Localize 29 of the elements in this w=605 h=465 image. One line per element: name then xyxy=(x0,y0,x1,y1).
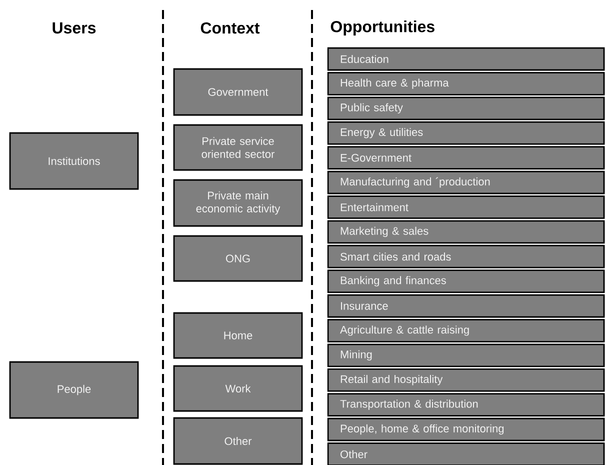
context-box: ONG xyxy=(173,235,303,282)
context-box: Private main economic activity xyxy=(173,179,303,227)
opportunity-bar: Agriculture & cattle raising xyxy=(327,319,605,342)
opportunity-bar: Transportation & distribution xyxy=(327,393,605,416)
context-box: Work xyxy=(173,365,303,412)
opportunity-bar: Retail and hospitality xyxy=(327,368,605,392)
column-heading: Users xyxy=(52,22,96,34)
opportunity-bar: Smart cities and roads xyxy=(327,244,605,268)
opportunity-bar: Mining xyxy=(327,344,605,368)
opportunity-bar: E-Government xyxy=(327,146,605,170)
opportunity-bar: Banking and finances xyxy=(327,270,605,293)
opportunity-bar: Insurance xyxy=(327,294,605,318)
opportunity-bar: Entertainment xyxy=(327,196,605,219)
column-heading: Opportunities xyxy=(330,20,434,36)
opportunity-bar: Other xyxy=(327,442,605,465)
opportunity-bar: Energy & utilities xyxy=(327,121,605,145)
user-box: People xyxy=(9,361,139,419)
context-box: Home xyxy=(173,312,303,359)
column-heading: Context xyxy=(200,22,260,34)
opportunity-bar: People, home & office monitoring xyxy=(327,418,605,442)
opportunity-bar: Public safety xyxy=(327,96,605,120)
context-box: Government xyxy=(173,68,303,116)
context-box: Other xyxy=(173,417,303,465)
opportunity-bar: Manufacturing and ´production xyxy=(327,170,605,194)
opportunity-bar: Health care & pharma xyxy=(327,72,605,96)
opportunity-bar: Education xyxy=(327,47,605,71)
user-box: Institutions xyxy=(9,132,139,190)
context-box: Private service oriented sector xyxy=(173,124,303,171)
opportunity-bar: Marketing & sales xyxy=(327,220,605,244)
